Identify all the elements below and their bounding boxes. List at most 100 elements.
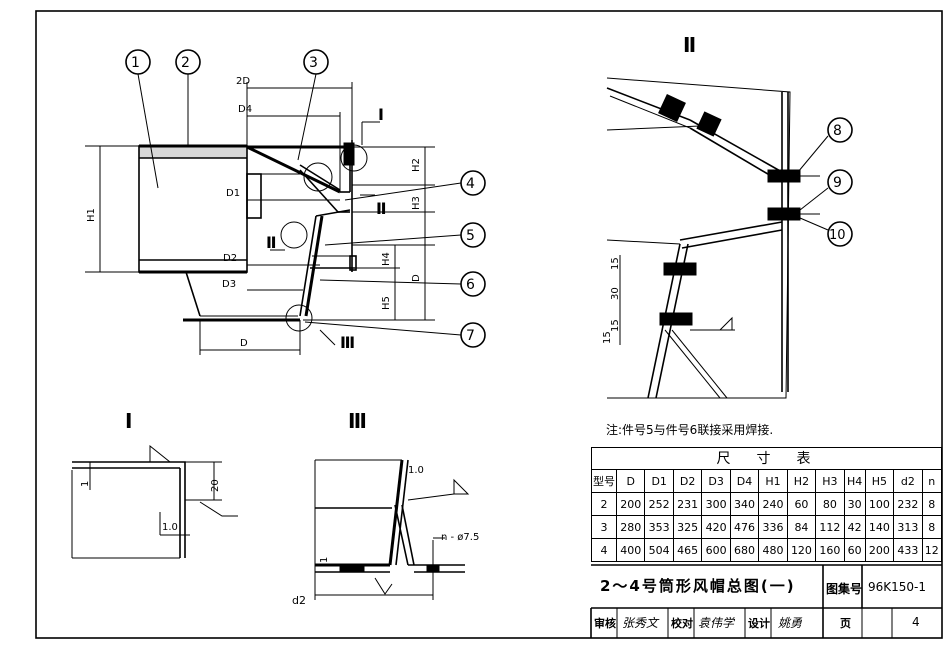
detail-III-dim-d2: d2 (292, 594, 306, 607)
main-view-labels: 1 2 3 4 5 6 7 2D D4 D1 D2 D3 D H1 H2 H3 … (86, 55, 475, 352)
cell: 8 (921, 492, 943, 516)
cell: 200 (864, 538, 895, 562)
dim-D-right: D (411, 274, 422, 282)
th-n: n (921, 469, 943, 493)
part-label-7: 7 (466, 328, 475, 344)
cell: 336 (758, 515, 788, 539)
atlas-number: 96K150-1 (868, 580, 927, 594)
cell: 240 (758, 492, 788, 516)
th-D1: D1 (644, 469, 674, 493)
atlas-label: 图集号 (826, 582, 863, 596)
page-number: 4 (912, 615, 920, 629)
weld-note: 注:件号5与件号6联接采用焊接. (606, 423, 774, 437)
detail-I-dim-1: 1 (80, 481, 91, 487)
part-label-5: 5 (466, 228, 475, 244)
main-view (85, 49, 486, 355)
th-model: 型号 (591, 469, 617, 493)
th-d2: d2 (893, 469, 923, 493)
cell: 80 (815, 492, 845, 516)
th-H1: H1 (758, 469, 788, 493)
cell: 480 (758, 538, 788, 562)
cell: 3 (591, 515, 617, 539)
dim-D3: D3 (222, 279, 236, 290)
part-label-3: 3 (309, 55, 318, 71)
part-label-8: 8 (833, 123, 842, 139)
th-H2: H2 (786, 469, 817, 493)
cell: 465 (672, 538, 703, 562)
cell: 231 (672, 492, 703, 516)
cell: 2 (591, 492, 617, 516)
dim-H2: H2 (411, 158, 422, 172)
cell: 200 (615, 492, 646, 516)
section-mark-I: Ⅰ (378, 105, 384, 124)
detail-II-dim-3: 15 (610, 319, 621, 332)
cell: 140 (864, 515, 895, 539)
cell: 42 (843, 515, 866, 539)
detail-I-title: Ⅰ (125, 409, 132, 433)
dim-H1: H1 (86, 208, 97, 222)
detail-II (606, 77, 853, 399)
table-header-row: 型号 D D1 D2 D3 D4 H1 H2 H3 H4 H5 d2 n (591, 469, 943, 493)
detail-II-dim-1: 15 (610, 257, 621, 270)
table-title: 尺 寸 表 (591, 447, 942, 469)
dim-2D: 2D (236, 76, 250, 87)
drawing-title: 2～4号筒形风帽总图(一) (600, 577, 796, 595)
cell: 8 (921, 515, 943, 539)
cell: 60 (843, 538, 866, 562)
cell: 325 (672, 515, 703, 539)
page-label: 页 (840, 617, 851, 630)
cell: 60 (786, 492, 817, 516)
detail-II-dim-2: 30 (610, 287, 621, 300)
design-label: 设计 (748, 617, 770, 630)
detail-II-title: Ⅱ (683, 33, 696, 57)
th-H4: H4 (843, 469, 866, 493)
th-H5: H5 (864, 469, 895, 493)
cell: 120 (786, 538, 817, 562)
review-signature: 张秀文 (622, 616, 659, 630)
detail-III-labels: Ⅲ 1.0 n - ø7.5 1 d2 (292, 409, 479, 607)
table-row: 2 200 252 231 300 340 240 60 80 30 100 2… (591, 492, 943, 516)
cell: 84 (786, 515, 817, 539)
detail-I-labels: Ⅰ 1 20 1.0 (80, 409, 221, 533)
detail-III-holes: n - ø7.5 (441, 532, 479, 543)
review-label: 审核 (594, 617, 616, 630)
detail-III-dim-thk: 1.0 (408, 465, 424, 476)
part-label-6: 6 (466, 277, 475, 293)
cell: 680 (729, 538, 760, 562)
cell: 4 (591, 538, 617, 562)
cell: 504 (644, 538, 674, 562)
detail-III-title: Ⅲ (348, 409, 367, 433)
part-label-4: 4 (466, 176, 475, 192)
detail-III-dim-1: 1 (319, 557, 330, 563)
th-D: D (615, 469, 646, 493)
detail-I (71, 444, 238, 559)
detail-I-dim-thk: 1.0 (162, 522, 178, 533)
cell: 12 (921, 538, 943, 562)
part-label-1: 1 (131, 55, 140, 71)
design-signature: 姚勇 (778, 616, 803, 630)
cell: 340 (729, 492, 760, 516)
cell: 280 (615, 515, 646, 539)
cell: 353 (644, 515, 674, 539)
th-D3: D3 (701, 469, 731, 493)
table-row: 4 400 504 465 600 680 480 120 160 60 200… (591, 538, 943, 562)
dim-D4: D4 (238, 104, 252, 115)
cell: 313 (893, 515, 923, 539)
sheet-border (35, 10, 943, 639)
cell: 252 (644, 492, 674, 516)
cell: 100 (864, 492, 895, 516)
part-label-10: 10 (829, 228, 846, 243)
check-signature: 袁伟学 (698, 616, 735, 630)
th-H3: H3 (815, 469, 845, 493)
detail-III (314, 459, 470, 600)
cell: 433 (893, 538, 923, 562)
detail-II-dim-4: 15 (602, 331, 613, 344)
dim-D-bottom: D (240, 338, 248, 349)
dim-H3: H3 (411, 196, 422, 210)
section-mark-II-a: Ⅱ (376, 199, 387, 218)
dim-D2: D2 (223, 253, 237, 264)
cell: 160 (815, 538, 845, 562)
dim-D1: D1 (226, 188, 240, 199)
check-label: 校对 (671, 617, 693, 630)
cell: 300 (701, 492, 731, 516)
